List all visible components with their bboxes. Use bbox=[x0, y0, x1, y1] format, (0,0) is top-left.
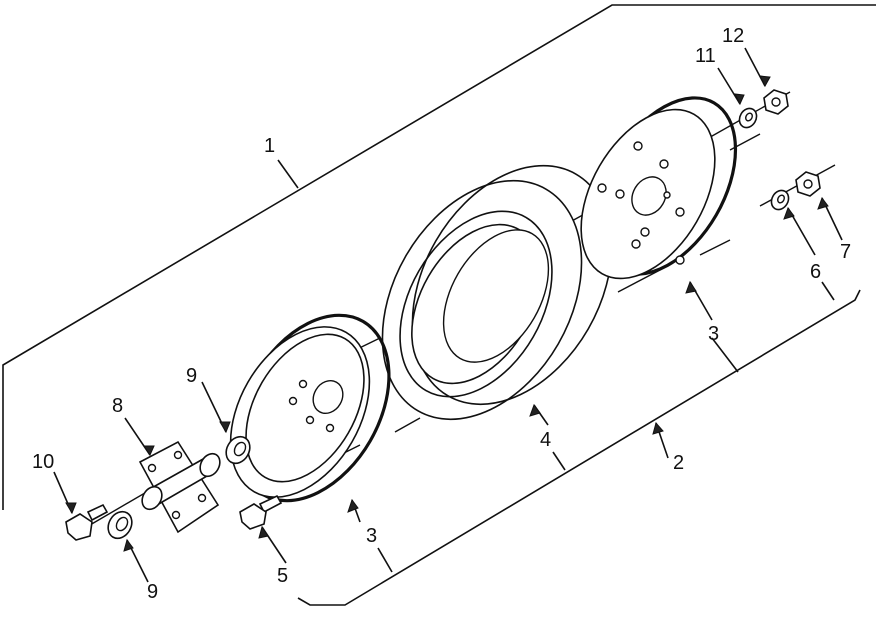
nut-part-7 bbox=[795, 171, 821, 197]
callout-6: 6 bbox=[810, 261, 821, 283]
callout-12: 12 bbox=[722, 25, 744, 47]
bolt-part-5 bbox=[239, 494, 283, 530]
leader-arrowheads bbox=[65, 75, 829, 552]
bushing-part-9-lower bbox=[107, 510, 133, 540]
callout-8: 8 bbox=[112, 395, 123, 417]
group-bracket-2 bbox=[297, 289, 861, 606]
callout-4: 4 bbox=[540, 429, 551, 451]
bolt-part-10 bbox=[65, 503, 109, 541]
end-housing-part-3-left bbox=[229, 313, 391, 503]
callout-9-lower: 9 bbox=[147, 581, 158, 603]
callout-5: 5 bbox=[277, 565, 288, 587]
callout-11: 11 bbox=[695, 45, 716, 67]
callout-1: 1 bbox=[264, 135, 275, 157]
stator-core-part-4 bbox=[381, 164, 613, 421]
washer-part-11 bbox=[738, 107, 758, 129]
washer-part-6 bbox=[770, 189, 790, 211]
mounting-plate-part-8 bbox=[138, 440, 221, 534]
nut-part-12 bbox=[763, 89, 789, 115]
callout-3-right: 3 bbox=[708, 323, 719, 345]
callout-7: 7 bbox=[840, 241, 851, 263]
callout-10: 10 bbox=[32, 451, 54, 473]
callout-3-left: 3 bbox=[366, 525, 377, 547]
bushing-part-9-upper bbox=[225, 435, 251, 465]
callout-2: 2 bbox=[673, 452, 684, 474]
callout-9-upper: 9 bbox=[186, 365, 197, 387]
group-bracket-1 bbox=[2, 4, 876, 510]
end-housing-part-3-right bbox=[580, 96, 738, 280]
